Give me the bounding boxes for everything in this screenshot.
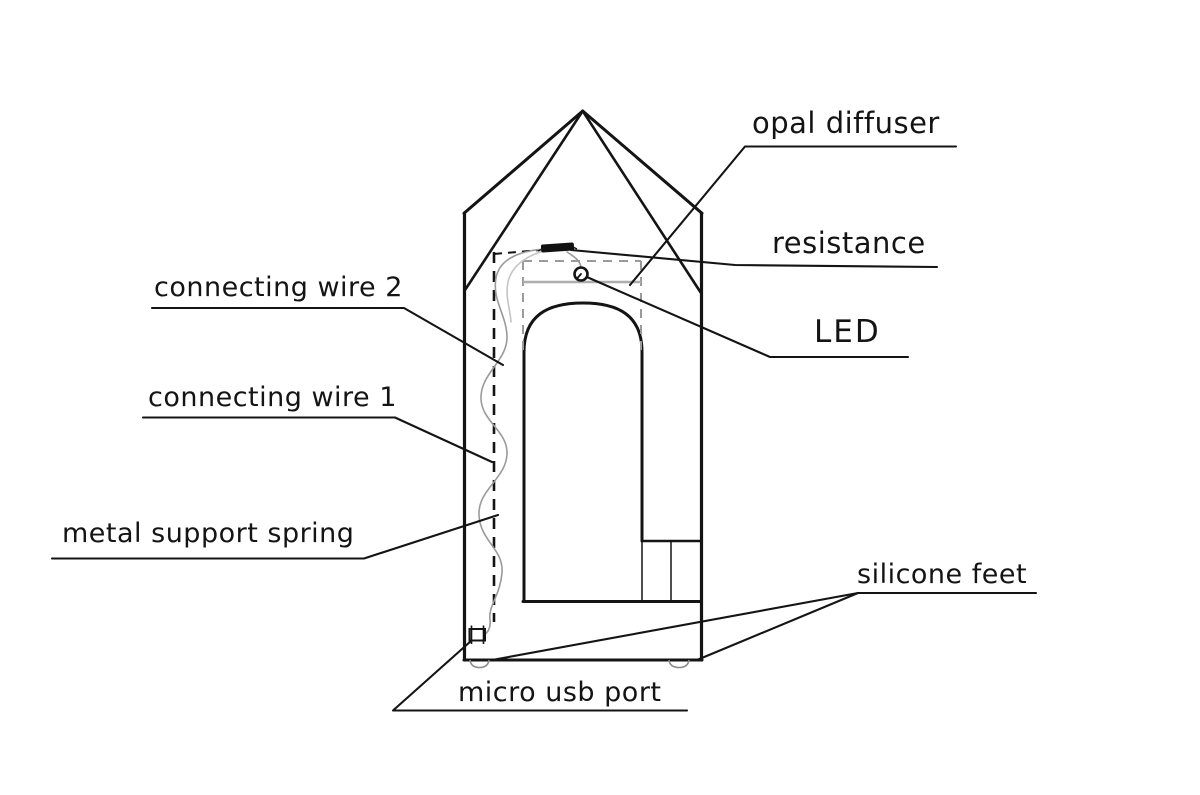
leader-connecting-wire-2 (150, 306, 505, 367)
arch-curve (522, 301, 644, 603)
led-component (573, 266, 589, 282)
leader-resistance (569, 248, 939, 269)
led-feed-wire (566, 251, 582, 268)
label-resistance: resistance (772, 226, 926, 260)
label-led: LED (814, 314, 881, 350)
leader-lines (50, 145, 1038, 712)
resistance-leads (537, 245, 578, 252)
connecting-wire-2-line (492, 249, 541, 622)
silicone-feet-symbols (469, 659, 690, 669)
pencil-tip-outer-right (581, 109, 704, 215)
label-connecting-wire-1: connecting wire 1 (148, 382, 397, 413)
leader-metal-support-spring (50, 513, 500, 560)
leader-silicone-feet-1 (490, 591, 1038, 662)
silicone-foot-left (469, 659, 490, 669)
leader-connecting-wire-1 (141, 416, 494, 464)
metal-support-spring-wire (478, 248, 582, 636)
resistance-body (540, 242, 575, 253)
usb-port-body (468, 628, 486, 642)
label-opal-diffuser: opal diffuser (752, 106, 940, 140)
led-mark (576, 273, 582, 280)
pencil-tip-inner-right (581, 109, 703, 295)
leader-silicone-feet-2 (695, 591, 860, 662)
wire2-top-dashed (493, 249, 541, 255)
label-silicone-feet: silicone feet (857, 559, 1028, 590)
label-micro-usb-port: micro usb port (458, 677, 662, 708)
spring-wave (478, 248, 546, 636)
leader-led (586, 276, 910, 359)
leader-opal-diffuser (628, 145, 958, 287)
leader-micro-usb-port (391, 639, 689, 712)
spring-wave-echo (506, 249, 549, 323)
diffuser-frame (522, 260, 642, 350)
pencil-tip-outer-left (462, 109, 585, 215)
label-metal-support-spring: metal support spring (62, 518, 355, 549)
label-connecting-wire-2: connecting wire 2 (154, 272, 403, 303)
pencil-body-outline (462, 109, 704, 662)
resistance-component (537, 242, 578, 253)
pencil-tip-inner-left (463, 109, 584, 292)
silicone-foot-right (668, 659, 690, 669)
inner-arch-window (521, 301, 703, 603)
